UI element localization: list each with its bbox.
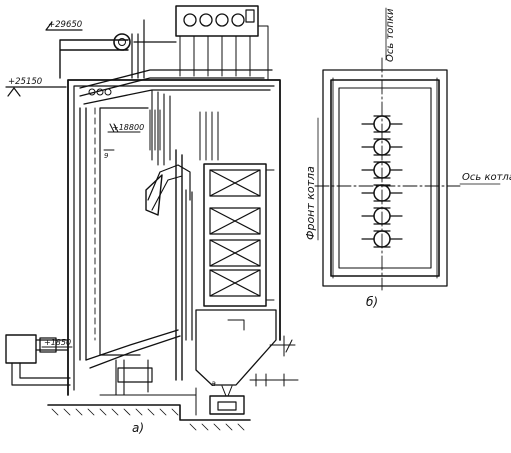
elevation-lower: +1850 bbox=[44, 338, 71, 347]
burner bbox=[361, 207, 403, 225]
burner bbox=[361, 115, 403, 133]
burner bbox=[361, 161, 403, 179]
elevation-middle: +18800 bbox=[112, 123, 144, 132]
boiler-side-section: +29650 +25150 +18800 9 +1850 a a) bbox=[5, 5, 299, 435]
marker-a: a bbox=[211, 379, 216, 388]
view-a-caption: a) bbox=[132, 421, 144, 435]
burner-row bbox=[361, 115, 403, 248]
view-b-caption: б) bbox=[366, 295, 378, 309]
furnace-axis-label: Ось топки bbox=[385, 8, 396, 62]
elevation-upper: +25150 bbox=[8, 77, 42, 87]
boiler-axis-label: Ось котла bbox=[462, 172, 511, 183]
burner bbox=[361, 230, 403, 248]
furnace-plan-view: Ось топки Ось котла Фронт котла б) bbox=[304, 7, 511, 309]
burner bbox=[361, 138, 403, 156]
burner bbox=[361, 184, 403, 202]
elevation-top: +29650 bbox=[48, 20, 82, 30]
boiler-front-label: Фронт котла bbox=[304, 166, 317, 240]
marker-9: 9 bbox=[104, 152, 109, 160]
